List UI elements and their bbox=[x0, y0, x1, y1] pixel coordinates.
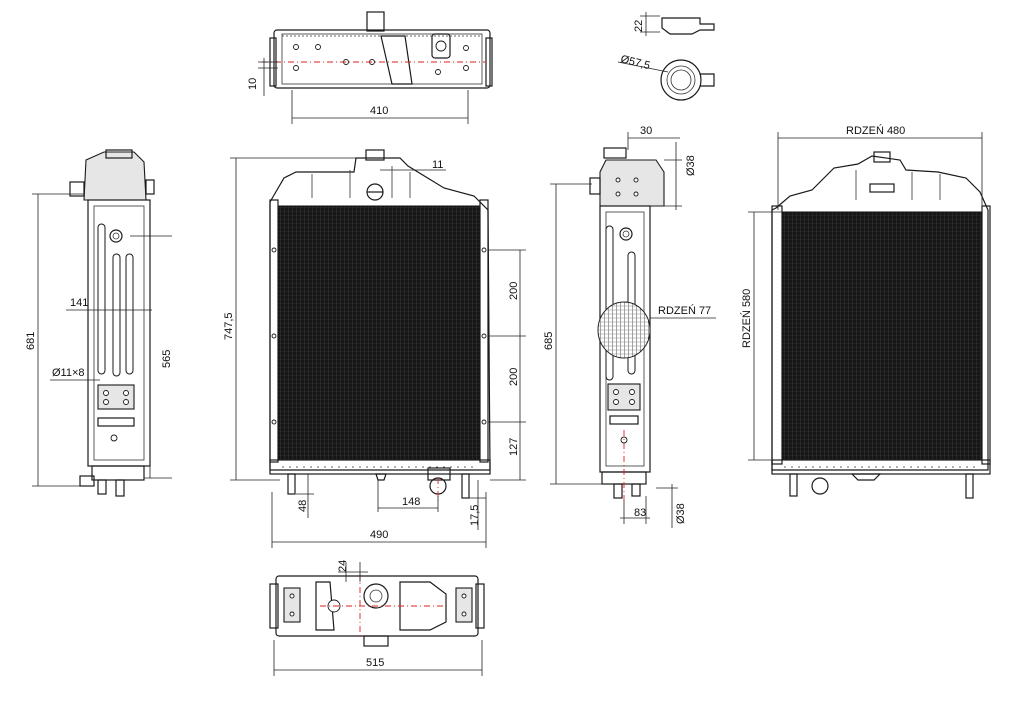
left-height-label: 681 bbox=[25, 332, 37, 350]
side-height-label: 685 bbox=[543, 332, 555, 350]
top-view: 410 10 bbox=[247, 11, 493, 124]
left-width-label: 141 bbox=[70, 297, 88, 309]
front-height-label: 747,5 bbox=[223, 312, 235, 340]
front-width-label: 490 bbox=[370, 529, 388, 541]
bottom-view: 24 515 bbox=[269, 560, 485, 676]
front-48-label: 48 bbox=[297, 500, 309, 512]
cap-diameter-label: Ø57,5 bbox=[619, 53, 651, 72]
front-148-label: 148 bbox=[402, 496, 420, 508]
front-127-label: 127 bbox=[508, 438, 520, 456]
core-width-label: RDZEŃ 480 bbox=[846, 124, 905, 137]
front-eleven-label: 11 bbox=[432, 159, 443, 171]
left-hole-label: Ø11×8 bbox=[52, 367, 85, 379]
left-side-view: 681 141 565 Ø11×8 bbox=[25, 149, 173, 497]
left-inner-label: 565 bbox=[161, 350, 173, 368]
bottom-width-label: 515 bbox=[366, 657, 384, 669]
front-200b-label: 200 bbox=[508, 368, 520, 386]
side-d38-bottom-label: Ø38 bbox=[675, 503, 687, 524]
front-175-label: 17,5 bbox=[469, 505, 481, 526]
core-view: RDZEŃ 480 RDZEŃ 580 bbox=[740, 124, 991, 499]
side-core-label: RDZEŃ 77 bbox=[658, 304, 711, 317]
side-30-label: 30 bbox=[640, 125, 652, 137]
bottom-24-label: 24 bbox=[337, 560, 349, 572]
cap-detail: 22 Ø57,5 bbox=[617, 12, 715, 101]
front-200a-label: 200 bbox=[508, 282, 520, 300]
top-width-label: 410 bbox=[370, 105, 388, 117]
core-height-label: RDZEŃ 580 bbox=[740, 289, 753, 348]
front-view: 747,5 11 200 200 127 48 148 17,5 490 bbox=[223, 149, 526, 548]
side-view: 30 Ø38 685 RDZEŃ 77 83 Ø38 bbox=[543, 125, 716, 528]
top-height-label: 10 bbox=[247, 78, 259, 90]
side-d38-top-label: Ø38 bbox=[685, 155, 697, 176]
side-83-label: 83 bbox=[634, 507, 646, 519]
cap-height-label: 22 bbox=[633, 20, 645, 32]
